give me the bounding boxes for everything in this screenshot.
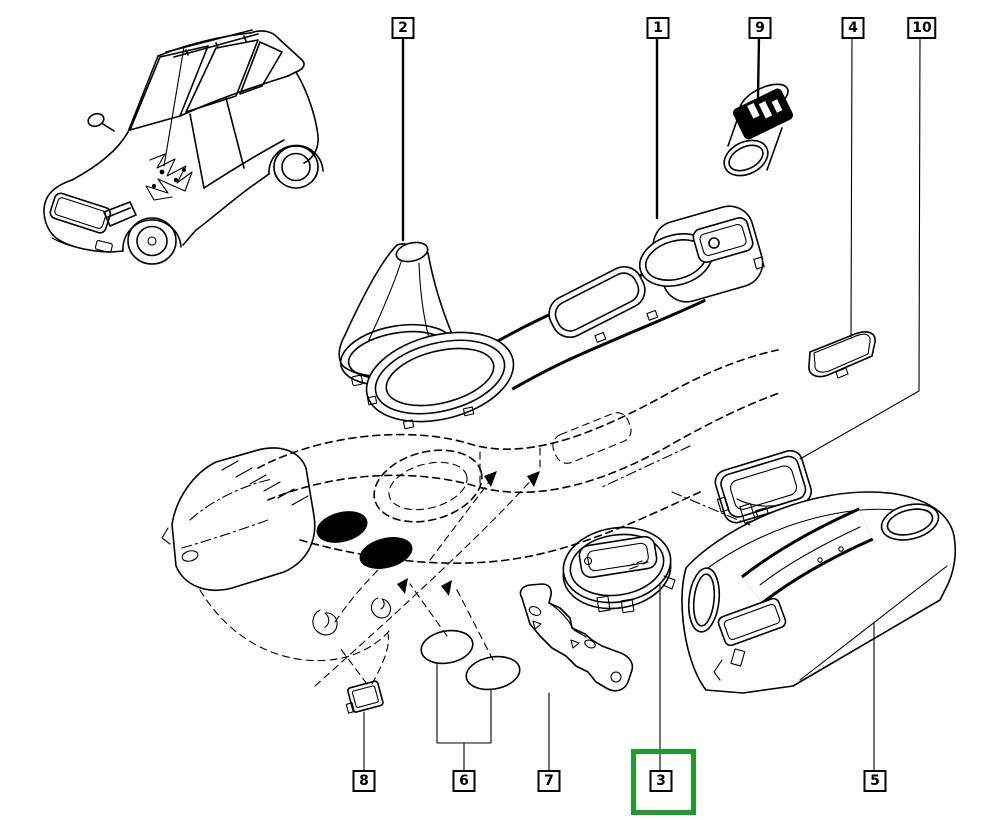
callout-1[interactable]: 1 <box>646 17 670 39</box>
mounting-bracket <box>520 584 632 691</box>
vehicle-illustration <box>44 30 323 264</box>
callout-3-highlighted[interactable]: 3 <box>649 770 673 792</box>
storage-tray <box>712 448 814 530</box>
phantom-console-outline <box>162 350 782 686</box>
callout-2[interactable]: 2 <box>391 17 415 39</box>
callout-4[interactable]: 4 <box>841 17 865 39</box>
callout-9[interactable]: 9 <box>748 17 772 39</box>
callout-5[interactable]: 5 <box>863 770 887 792</box>
shifter-blanking-cap <box>558 520 676 616</box>
center-console-body <box>682 492 955 693</box>
callout-10[interactable]: 10 <box>907 17 937 39</box>
callout-leader-lines <box>364 36 920 770</box>
callout-6[interactable]: 6 <box>452 770 476 792</box>
callout-7[interactable]: 7 <box>537 770 561 792</box>
console-trim-panel <box>357 201 768 436</box>
highlight-box <box>634 752 694 813</box>
foam-pads <box>419 627 523 694</box>
clip-plate <box>342 681 383 714</box>
console-lid <box>809 332 875 378</box>
power-socket <box>718 78 794 183</box>
callout-8[interactable]: 8 <box>352 770 376 792</box>
